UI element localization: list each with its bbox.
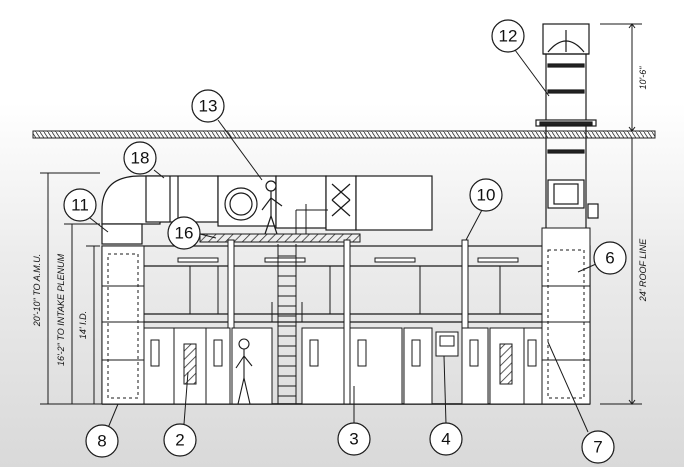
inside-height-dimension: 14' I.D. [78, 311, 88, 339]
callout-6: 6 [593, 241, 627, 275]
access-ladder [271, 244, 303, 404]
callout-13: 13 [191, 89, 225, 123]
svg-text:2: 2 [175, 431, 184, 450]
roof-line [32, 130, 656, 139]
callout-8: 8 [85, 424, 119, 458]
svg-text:3: 3 [349, 430, 358, 449]
callout-16: 16 [167, 216, 201, 250]
service-platform [199, 204, 361, 243]
callout-12: 12 [491, 19, 525, 53]
svg-text:10: 10 [477, 186, 496, 205]
callout-3: 3 [337, 422, 371, 456]
exhaust-stack [535, 23, 599, 228]
svg-text:6: 6 [605, 249, 614, 268]
callout-2: 2 [163, 423, 197, 457]
svg-text:8: 8 [97, 432, 106, 451]
svg-text:4: 4 [441, 430, 450, 449]
stack-height-dimension: 10'-6" [638, 66, 648, 90]
filter-tower-left [101, 245, 145, 405]
svg-text:12: 12 [499, 27, 518, 46]
callout-7: 7 [581, 430, 615, 464]
filter-tower-right [541, 227, 591, 405]
svg-text:18: 18 [131, 149, 150, 168]
callout-4: 4 [429, 422, 463, 456]
svg-text:13: 13 [199, 97, 218, 116]
callout-11: 11 [63, 188, 97, 222]
booth-doors [143, 327, 543, 405]
callout-18: 18 [123, 141, 157, 175]
amu-dimension: 20'-10" TO A.M.U. [32, 254, 42, 327]
svg-text:16: 16 [175, 224, 194, 243]
painter-figure [235, 338, 253, 405]
callout-leaders [89, 49, 597, 433]
light-fixtures [177, 257, 519, 314]
right-dimensions [600, 23, 642, 405]
left-dimensions [40, 172, 104, 405]
callout-10: 10 [469, 178, 503, 212]
svg-text:11: 11 [71, 196, 89, 215]
roof-line-dimension: 24' ROOF LINE [638, 238, 648, 303]
svg-text:7: 7 [593, 438, 602, 457]
technician-on-platform [261, 180, 283, 235]
intake-plenum-dimension: 16'-2" TO INTAKE PLENUM [56, 253, 66, 366]
